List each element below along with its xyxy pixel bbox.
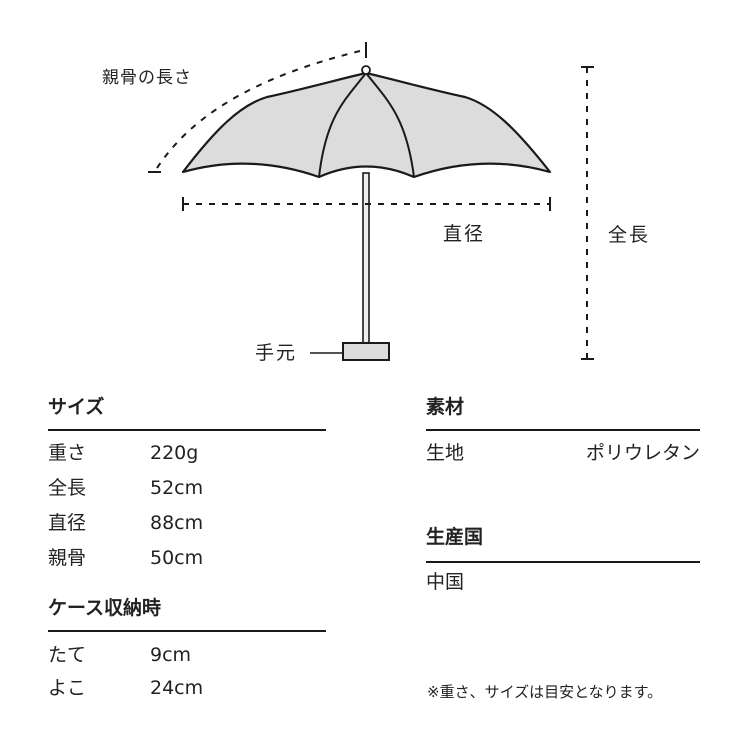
rib-length-label: 親骨の長さ — [102, 68, 192, 88]
spec-label: 全長 — [48, 477, 87, 499]
handle-label: 手元 — [255, 342, 298, 364]
spec-value: ポリウレタン — [585, 442, 700, 464]
rib-length-dimension — [148, 42, 367, 173]
spec-value: 9cm — [150, 644, 192, 666]
spec-value: 24cm — [150, 677, 204, 699]
spec-label: 親骨 — [48, 547, 87, 569]
diameter-dimension — [182, 197, 551, 211]
total-length-dimension — [581, 66, 594, 360]
origin-section-title: 生産国 — [426, 526, 484, 548]
spec-value: 50cm — [150, 547, 204, 569]
size-section-title: サイズ — [48, 396, 105, 418]
origin-section-divider — [426, 561, 700, 563]
umbrella-shaft — [362, 172, 370, 344]
case-section-divider — [48, 630, 326, 632]
umbrella-diagram — [148, 42, 594, 361]
size-section-divider — [48, 429, 326, 431]
spec-value: 88cm — [150, 512, 204, 534]
origin-value: 中国 — [426, 571, 465, 593]
disclaimer-note: ※重さ、サイズは目安となります。 — [427, 683, 663, 701]
total-length-label: 全長 — [608, 224, 651, 246]
spec-value: 220g — [150, 442, 199, 464]
spec-label: 重さ — [48, 442, 87, 464]
material-section-title: 素材 — [426, 396, 465, 418]
spec-label: 直径 — [48, 512, 87, 534]
material-section-divider — [426, 429, 700, 431]
spec-label: 生地 — [426, 442, 465, 464]
diameter-label: 直径 — [443, 223, 486, 245]
umbrella-handle — [342, 342, 390, 361]
spec-label: たて — [48, 644, 87, 666]
case-section-title: ケース収納時 — [48, 597, 162, 619]
spec-value: 52cm — [150, 477, 204, 499]
spec-label: よこ — [48, 677, 87, 699]
umbrella-canopy — [181, 65, 552, 179]
